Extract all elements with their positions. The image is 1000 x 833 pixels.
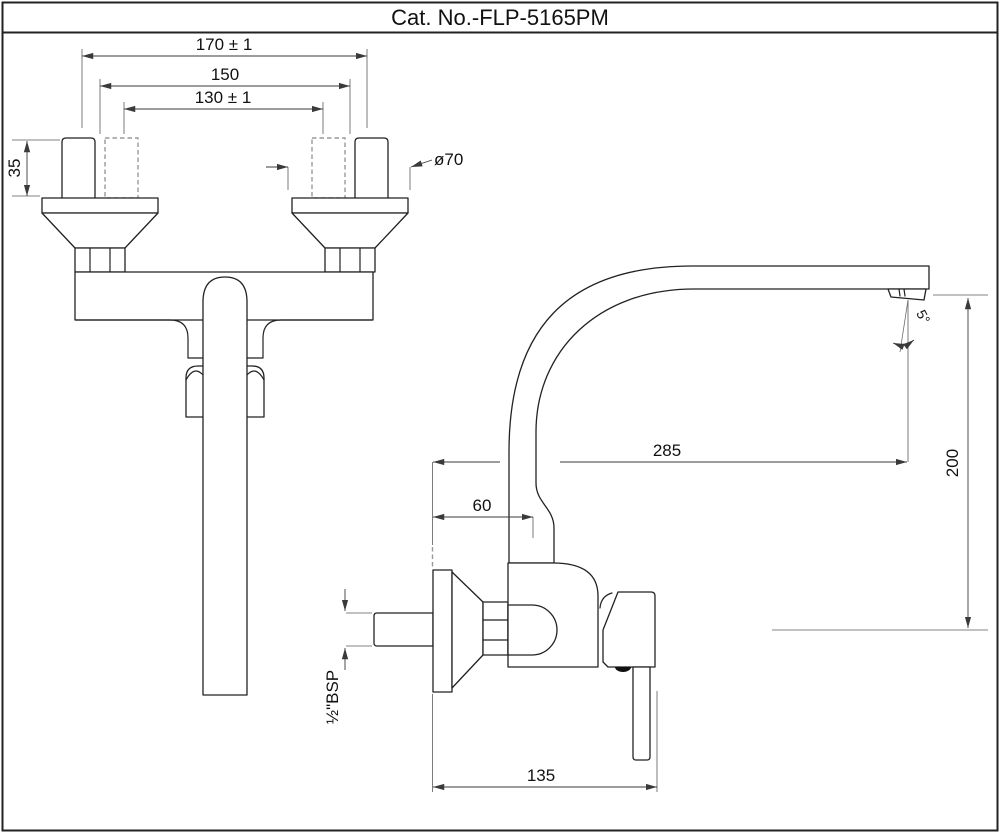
front-inlet-pipe-alt-right-dashed: [311, 137, 346, 199]
front-inlet-pipe-alt-left-dashed: [104, 137, 139, 199]
front-body-shroud: [75, 319, 373, 359]
side-aerator-tip: [887, 288, 927, 301]
dim-130-label: 130 ± 1: [195, 88, 252, 107]
side-cartridge-dome: [507, 604, 558, 656]
dim-200: 200: [772, 294, 988, 631]
front-spout-pipe: [202, 276, 248, 696]
dim-170-label: 170 ± 1: [196, 35, 253, 54]
dim-285: 285: [433, 300, 909, 466]
dim-135-label: 135: [527, 766, 555, 785]
dim-60: 60: [433, 496, 534, 538]
front-wall-flange-right: [291, 197, 409, 273]
dim-285-label: 285: [653, 441, 681, 460]
side-inlet-pipe: [373, 612, 434, 647]
side-handle: [599, 591, 656, 672]
front-view: 170 ± 1 150 130 ± 1 35 ø7: [5, 35, 463, 696]
dim-150: 150: [99, 65, 351, 134]
side-handle-lever: [632, 666, 651, 761]
front-wall-flange-left: [41, 197, 159, 273]
dim-35: 35: [5, 139, 60, 197]
dim-inlet-thread-label: ½"BSP: [323, 670, 342, 724]
side-spout-curve: [508, 265, 930, 564]
dim-35-label: 35: [5, 159, 24, 178]
dim-150-label: 150: [211, 65, 239, 84]
dim-outlet-angle-label: 5°: [913, 307, 933, 326]
dim-135: 135: [433, 691, 658, 792]
front-inlet-pipe-left: [61, 137, 96, 198]
dim-flange-diameter: ø70: [266, 150, 463, 190]
side-view: 285 5° 200 60 ½"BSP: [323, 265, 988, 792]
dim-outlet-angle: 5°: [892, 299, 934, 353]
front-collar-arc-right: [246, 370, 265, 381]
front-collar-arc-left: [185, 370, 204, 381]
dim-60-label: 60: [473, 496, 492, 515]
dim-200-label: 200: [943, 449, 962, 477]
dim-130: 130 ± 1: [123, 88, 324, 134]
side-wall-flange: [432, 569, 509, 693]
dim-flange-diameter-label: ø70: [434, 150, 463, 169]
dim-170: 170 ± 1: [81, 35, 368, 128]
dim-inlet-thread: ½"BSP: [323, 589, 372, 724]
catalog-number-title: Cat. No.-FLP-5165PM: [391, 5, 609, 30]
front-inlet-pipe-right: [354, 137, 389, 198]
